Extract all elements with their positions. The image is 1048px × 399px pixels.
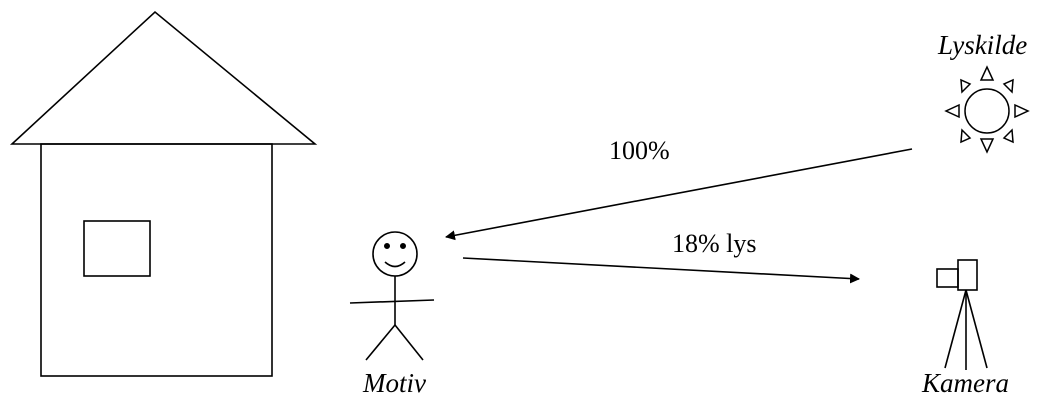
sun-ray-lower-left — [960, 128, 972, 144]
reflected-light-label: 18% lys — [672, 229, 757, 258]
tripod-left-leg — [944, 289, 967, 369]
figure-right-eye — [399, 243, 406, 250]
incident-light-label: 100% — [609, 136, 670, 165]
reflected-light-arrow — [462, 257, 860, 284]
sun-ray-lower-right — [1002, 128, 1014, 144]
figure-mouth — [384, 261, 406, 268]
camera-label: Kamera — [921, 368, 1009, 398]
house-roof — [9, 10, 318, 145]
figure-head — [372, 231, 418, 277]
figure-left-eye — [383, 243, 390, 250]
house — [9, 10, 318, 377]
subject-label: Motiv — [362, 368, 426, 398]
camera-icon — [936, 259, 988, 370]
incident-light-arrow — [445, 148, 913, 241]
sun-icon — [944, 65, 1030, 154]
sun-disc — [964, 88, 1010, 134]
sun-ray-upper-left — [960, 78, 972, 94]
sun-ray-up — [979, 65, 995, 81]
sun-ray-right — [1014, 103, 1030, 119]
sun-ray-down — [979, 138, 995, 154]
sun-ray-upper-right — [1002, 78, 1014, 94]
light-source-label: Lyskilde — [937, 30, 1027, 60]
camera-body — [957, 259, 978, 291]
figure-left-leg — [365, 324, 396, 361]
house-wall — [40, 143, 273, 377]
house-window — [83, 220, 151, 277]
sun-ray-left — [944, 103, 960, 119]
figure-right-leg — [394, 324, 424, 361]
tripod-right-leg — [965, 289, 988, 369]
camera-lens — [936, 268, 959, 288]
figure-arms — [349, 299, 435, 304]
stick-figure — [349, 231, 435, 361]
